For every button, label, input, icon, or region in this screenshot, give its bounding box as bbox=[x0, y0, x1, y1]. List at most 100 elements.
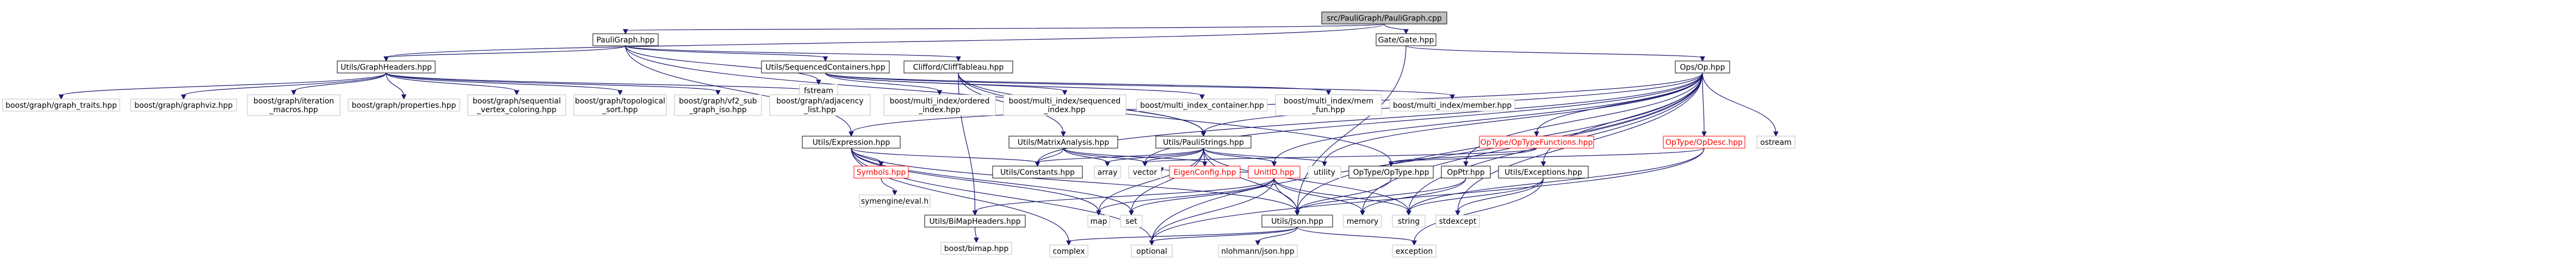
edge-seqcontainers-to-mi_mem_fun bbox=[825, 72, 1332, 96]
node-optypefunctions[interactable]: OpType/OpTypeFunctions.hpp bbox=[1479, 136, 1594, 149]
node-bimap_headers[interactable]: Utils/BiMapHeaders.hpp bbox=[924, 215, 1026, 228]
node-symengine: symengine/eval.h bbox=[859, 194, 931, 207]
edge-op_hpp-to-ostream bbox=[1702, 72, 1779, 137]
edge-expression-to-symbols bbox=[851, 148, 884, 167]
node-box bbox=[1756, 136, 1795, 149]
node-box bbox=[1003, 94, 1126, 116]
node-root[interactable]: src/PauliGraph/PauliGraph.cpp bbox=[1321, 11, 1447, 25]
node-vf2: boost/graph/vf2_sub_graph_iso.hpp bbox=[674, 94, 762, 116]
node-label: Utils/PauliStrings.hpp bbox=[1163, 138, 1244, 147]
edge-opdesc-to-optional bbox=[1149, 148, 1705, 246]
node-label: _sort.hpp bbox=[602, 106, 637, 114]
node-box bbox=[1348, 166, 1434, 179]
node-symbols[interactable]: Symbols.hpp bbox=[853, 166, 909, 179]
node-label: boost/graph/adjacency bbox=[776, 97, 863, 106]
node-graph_traits: boost/graph/graph_traits.hpp bbox=[2, 99, 120, 112]
node-box bbox=[924, 215, 1026, 228]
node-box bbox=[1136, 99, 1268, 112]
node-label: _fun.hpp bbox=[1311, 106, 1345, 114]
node-label: OpType/OpDesc.hpp bbox=[1665, 138, 1743, 147]
node-box bbox=[1343, 215, 1382, 228]
node-optype[interactable]: OpType/OpType.hpp bbox=[1348, 166, 1434, 179]
node-label: exception bbox=[1396, 247, 1433, 256]
node-graphviz: boost/graph/graphviz.hpp bbox=[130, 99, 237, 112]
edges-layer bbox=[58, 23, 1779, 246]
node-adjacency_list: boost/graph/adjacency_list.hpp bbox=[769, 94, 871, 116]
node-box bbox=[1049, 245, 1088, 258]
node-exceptions[interactable]: Utils/Exceptions.hpp bbox=[1498, 166, 1589, 179]
edge-graphheaders-to-iteration_macros bbox=[291, 72, 387, 96]
node-box bbox=[769, 94, 871, 116]
node-label: Utils/SequencedContainers.hpp bbox=[765, 63, 885, 72]
node-opptr[interactable]: OpPtr.hpp bbox=[1441, 166, 1491, 179]
node-cliffordtableau[interactable]: Clifford/CliffTableau.hpp bbox=[903, 60, 1013, 74]
node-graphheaders[interactable]: Utils/GraphHeaders.hpp bbox=[337, 60, 436, 74]
node-box bbox=[761, 60, 890, 74]
node-box bbox=[592, 33, 659, 46]
node-label: string bbox=[1398, 217, 1420, 226]
node-matrixanalysis[interactable]: Utils/MatrixAnalysis.hpp bbox=[1008, 136, 1118, 149]
node-label: Utils/BiMapHeaders.hpp bbox=[930, 217, 1021, 226]
node-gate_hpp[interactable]: Gate/Gate.hpp bbox=[1376, 33, 1436, 46]
node-optional: optional bbox=[1131, 245, 1173, 258]
node-eigenconfig[interactable]: EigenConfig.hpp bbox=[1169, 166, 1241, 179]
edge-opdesc-to-optype bbox=[1388, 148, 1705, 167]
edge-seqcontainers-to-mi_ordered bbox=[825, 72, 943, 96]
node-label: boost/multi_index_container.hpp bbox=[1140, 101, 1264, 110]
edge-opptr-to-memory bbox=[1360, 178, 1466, 216]
node-label: Gate/Gate.hpp bbox=[1378, 36, 1434, 45]
node-op_hpp[interactable]: Ops/Op.hpp bbox=[1675, 60, 1730, 74]
node-box bbox=[2, 99, 120, 112]
node-vector: vector bbox=[1128, 166, 1162, 179]
node-box bbox=[1308, 166, 1341, 179]
node-label: _graph_iso.hpp bbox=[689, 106, 747, 114]
node-opdesc[interactable]: OpType/OpDesc.hpp bbox=[1663, 136, 1745, 149]
node-box bbox=[1392, 215, 1426, 228]
node-label: boost/bimap.hpp bbox=[944, 245, 1009, 253]
node-box bbox=[802, 136, 901, 149]
node-label: src/PauliGraph/PauliGraph.cpp bbox=[1327, 14, 1442, 23]
node-label: complex bbox=[1052, 247, 1085, 256]
node-box bbox=[992, 166, 1083, 179]
edge-optypefunctions-to-optype bbox=[1388, 148, 1537, 167]
node-label: vector bbox=[1133, 168, 1157, 177]
edge-symbols-to-symengine bbox=[881, 178, 897, 196]
node-properties: boost/graph/properties.hpp bbox=[348, 99, 460, 112]
node-box bbox=[1675, 60, 1730, 74]
node-box bbox=[1087, 215, 1110, 228]
edge-unitid-to-memory bbox=[1273, 178, 1365, 216]
node-label: memory bbox=[1347, 217, 1379, 226]
node-unitid[interactable]: UnitID.hpp bbox=[1248, 166, 1301, 179]
node-array: array bbox=[1094, 166, 1121, 179]
node-iteration_macros: boost/graph/iteration_macros.hpp bbox=[247, 94, 340, 116]
node-box bbox=[1321, 11, 1447, 25]
node-expression[interactable]: Utils/Expression.hpp bbox=[802, 136, 901, 149]
node-box bbox=[1275, 94, 1382, 116]
node-box bbox=[1128, 166, 1162, 179]
edge-exceptions-to-exception bbox=[1411, 178, 1544, 246]
edge-root-to-graphheaders bbox=[383, 23, 1385, 62]
node-label: optional bbox=[1136, 247, 1167, 256]
node-label: _macros.hpp bbox=[269, 106, 318, 114]
node-seqcontainers[interactable]: Utils/SequencedContainers.hpp bbox=[761, 60, 890, 74]
edge-matrixanalysis-to-constants bbox=[1035, 148, 1064, 167]
node-box bbox=[674, 94, 762, 116]
node-map: map bbox=[1087, 215, 1110, 228]
node-pauligraph_hpp[interactable]: PauliGraph.hpp bbox=[592, 33, 659, 46]
edge-pauligraph_hpp-to-fstream bbox=[625, 45, 821, 85]
node-box bbox=[940, 242, 1012, 255]
node-box bbox=[1218, 245, 1298, 258]
edge-unitid-to-set bbox=[1129, 178, 1275, 216]
node-ostream: ostream bbox=[1756, 136, 1795, 149]
edge-graphheaders-to-adjacency_list bbox=[386, 72, 823, 96]
node-box bbox=[1392, 245, 1436, 258]
node-label: Utils/Exceptions.hpp bbox=[1504, 168, 1582, 177]
node-box bbox=[1008, 136, 1118, 149]
node-constants[interactable]: Utils/Constants.hpp bbox=[992, 166, 1083, 179]
node-box bbox=[348, 99, 460, 112]
node-paulistrings[interactable]: Utils/PauliStrings.hpp bbox=[1155, 136, 1252, 149]
node-memory: memory bbox=[1343, 215, 1382, 228]
node-json[interactable]: Utils/Json.hpp bbox=[1261, 215, 1333, 228]
node-box bbox=[1155, 136, 1252, 149]
edge-unitid-to-map bbox=[1096, 178, 1275, 216]
